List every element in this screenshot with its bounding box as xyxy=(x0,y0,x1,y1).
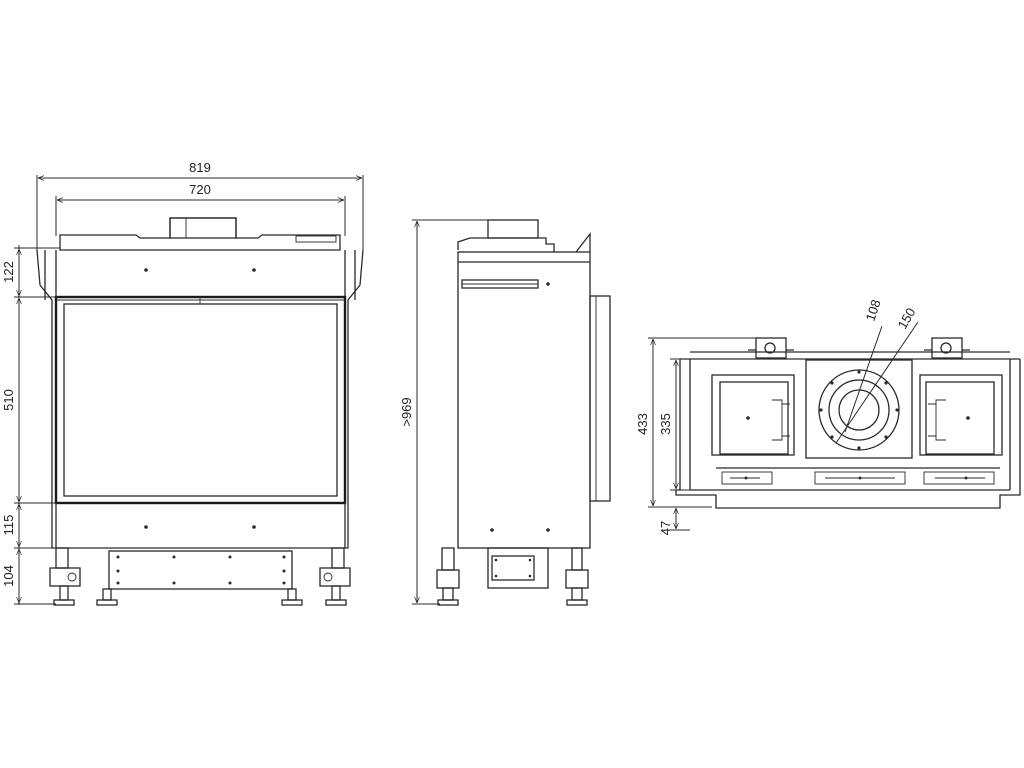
front-foot-inner-right xyxy=(281,588,303,606)
dim-969: >969 xyxy=(399,219,488,605)
dim-335: 335 xyxy=(658,358,715,491)
side-view: >969 xyxy=(399,219,611,606)
top-bracket-left xyxy=(748,337,794,359)
flue-ring xyxy=(828,379,890,441)
dim-720-label: 720 xyxy=(189,182,211,197)
side-rear-duct xyxy=(589,295,611,502)
dim-115-label: 115 xyxy=(1,515,16,536)
dim-chain-left: 122 510 115 104 xyxy=(1,245,60,605)
front-glass xyxy=(63,303,338,497)
side-base-panel xyxy=(487,547,549,589)
top-body-outline xyxy=(675,359,1021,509)
side-body xyxy=(457,251,591,549)
side-rear-tab xyxy=(575,232,591,253)
top-flue-plate xyxy=(805,359,913,459)
dim-104-label: 104 xyxy=(1,565,16,587)
dim-510-label: 510 xyxy=(1,389,16,411)
dim-433: 433 xyxy=(635,337,760,508)
dim-47: 47 xyxy=(658,508,690,535)
dim-47-label: 47 xyxy=(658,521,673,535)
side-flue-collar xyxy=(487,219,539,239)
side-top-profile xyxy=(457,237,555,252)
dim-108-label: 108 xyxy=(863,298,884,323)
front-leg-left xyxy=(49,547,81,606)
flue-outer-circle xyxy=(818,369,900,451)
flue-diameter-leaders: 108 150 xyxy=(835,298,919,444)
side-base-plate xyxy=(491,555,535,581)
flue-collar xyxy=(169,217,237,239)
top-bracket-right xyxy=(924,337,970,359)
dim-150-label: 150 xyxy=(895,305,919,331)
dim-335-label: 335 xyxy=(658,413,673,435)
top-view: 433 335 47 xyxy=(635,298,1021,535)
front-view: 819 720 xyxy=(1,160,364,606)
flue-inner-circle xyxy=(838,389,880,431)
top-front-rail xyxy=(721,471,995,485)
top-compartment-left xyxy=(711,374,795,456)
front-base-panel xyxy=(108,550,293,590)
dim-819-label: 819 xyxy=(189,160,211,175)
front-hood xyxy=(59,217,341,251)
side-leg-rear xyxy=(565,547,589,606)
dim-819: 819 xyxy=(36,160,364,250)
dim-969-label: >969 xyxy=(399,397,414,426)
dim-122-label: 122 xyxy=(1,261,16,283)
top-compartment-right xyxy=(919,374,1003,456)
dim-433-label: 433 xyxy=(635,413,650,435)
front-glass-frame xyxy=(54,295,347,505)
front-leg-right xyxy=(319,547,351,606)
side-leg-front xyxy=(436,547,460,606)
dim-720: 720 xyxy=(55,182,346,236)
front-foot-inner-left xyxy=(96,588,118,606)
front-body-outline xyxy=(36,249,364,549)
front-label-plate xyxy=(295,235,337,243)
